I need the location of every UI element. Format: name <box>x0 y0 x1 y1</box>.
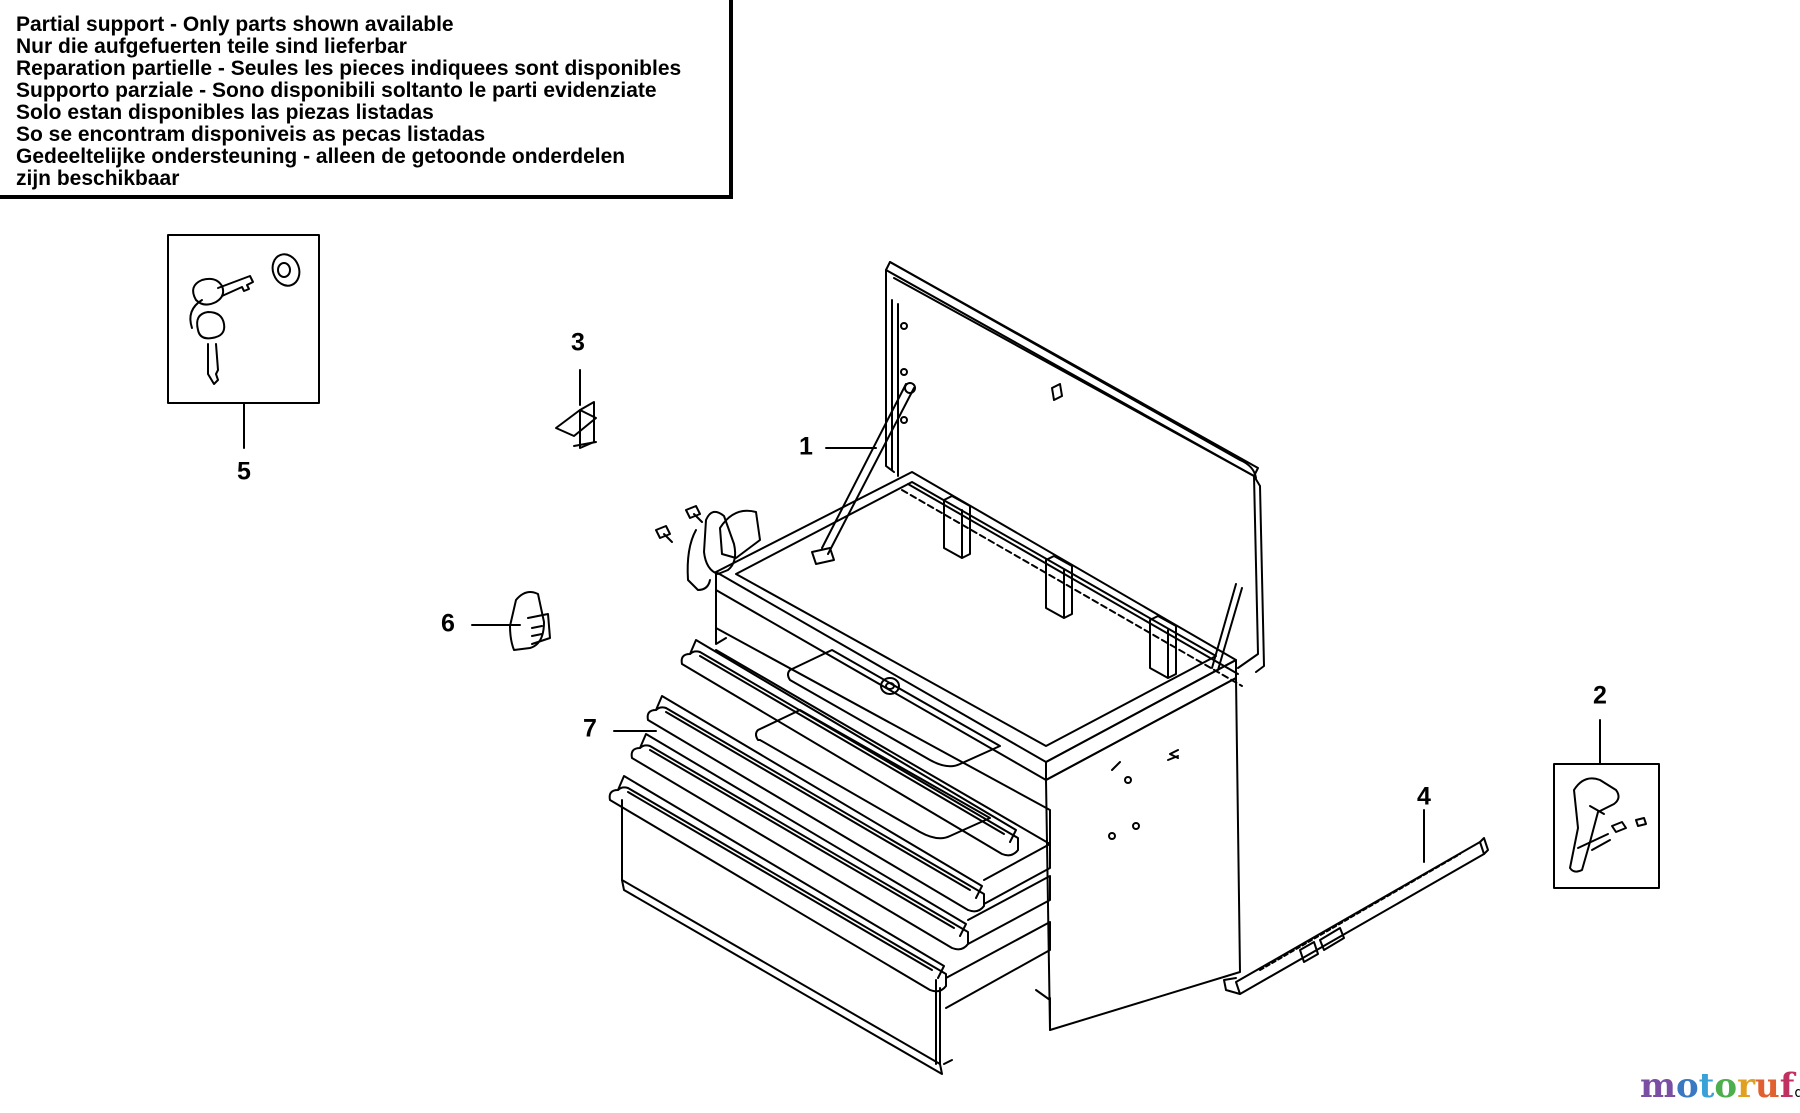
logo-letter: u <box>1755 1066 1780 1106</box>
logo-letter: r <box>1737 1066 1755 1106</box>
notice-line: So se encontram disponiveis as pecas lis… <box>16 123 486 146</box>
callout-5: 5 <box>237 457 251 486</box>
notice-line: Partial support - Only parts shown avail… <box>16 13 454 36</box>
callout-1: 1 <box>799 432 813 461</box>
motoruf-watermark-logo: motorufde <box>1640 1066 1800 1113</box>
callout-4: 4 <box>1417 782 1431 811</box>
part-3-lid-bracket <box>555 369 597 449</box>
logo-letter: t <box>1698 1066 1715 1106</box>
notice-line: Reparation partielle - Seules les pieces… <box>16 57 682 80</box>
notice-line: Gedeeltelijke ondersteuning - alleen de … <box>16 145 626 168</box>
notice-line: Solo estan disponibles las piezas listad… <box>16 101 434 124</box>
callout-6: 6 <box>441 609 455 638</box>
notice-line: Nur die aufgefuerten teile sind lieferba… <box>16 35 407 58</box>
part-2-side-handle <box>1553 719 1660 889</box>
logo-letter: o <box>1714 1066 1738 1106</box>
part-5-key-lock-set <box>167 234 320 449</box>
tool-chest-main <box>608 261 1265 1075</box>
notice-line: zijn beschikbaar <box>16 167 180 190</box>
logo-suffix: de <box>1794 1085 1800 1101</box>
logo-letter: m <box>1640 1066 1676 1106</box>
callout-7: 7 <box>583 714 597 743</box>
callout-3: 3 <box>571 328 585 357</box>
part-6-latch <box>471 591 551 651</box>
notice-line: Supporto parziale - Sono disponibili sol… <box>16 79 657 102</box>
part-4-drawer-slide <box>1223 809 1489 995</box>
callout-2: 2 <box>1593 681 1607 710</box>
partial-support-notice: Partial support - Only parts shown avail… <box>0 0 733 199</box>
logo-letter: f <box>1779 1066 1795 1106</box>
logo-letter: o <box>1675 1066 1699 1106</box>
